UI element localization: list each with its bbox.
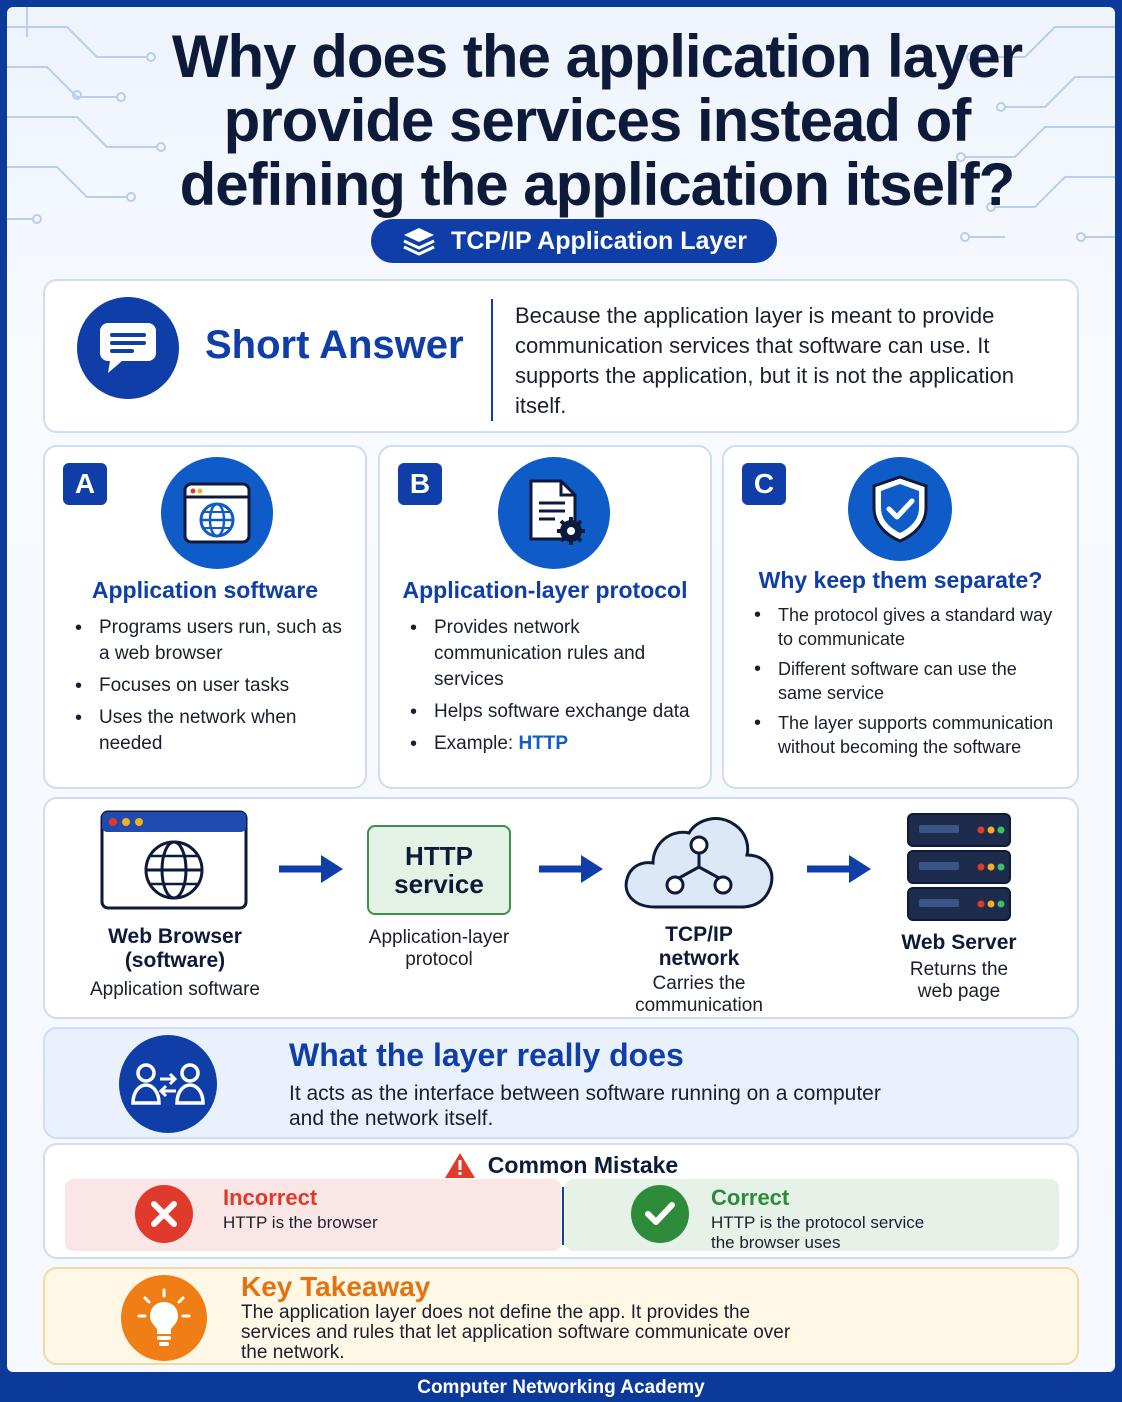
correct-box: Correct HTTP is the protocol service the… bbox=[565, 1179, 1059, 1252]
column-c-list: The protocol gives a standard way to com… bbox=[752, 603, 1062, 765]
flow-browser-title: Web Browser (software) bbox=[108, 925, 242, 972]
user-exchange-icon bbox=[119, 1035, 217, 1133]
check-circle-icon bbox=[631, 1185, 689, 1243]
lightbulb-icon bbox=[121, 1275, 207, 1361]
list-item: Uses the network when needed bbox=[73, 705, 343, 757]
layers-icon bbox=[403, 228, 435, 256]
short-answer-card: Short Answer Because the application lay… bbox=[43, 279, 1079, 433]
footer-credit: Computer Networking Academy bbox=[417, 1377, 705, 1398]
list-item: The protocol gives a standard way to com… bbox=[752, 603, 1062, 651]
column-why-separate: C Why keep them separate? The protocol g… bbox=[722, 445, 1079, 789]
page-title: Why does the application layer provide s… bbox=[171, 23, 1023, 218]
key-takeaway-card: Key Takeaway The application layer does … bbox=[43, 1267, 1079, 1365]
mistake-divider bbox=[562, 1187, 564, 1245]
flow-browser: Web Browser (software) Application softw… bbox=[75, 925, 275, 1001]
flow-network-sub: Carries the communication bbox=[635, 973, 763, 1016]
network-cloud-icon bbox=[624, 817, 774, 909]
circuit-decoration-left bbox=[7, 7, 166, 224]
arrow-right-icon bbox=[279, 855, 343, 883]
column-b-heading: Application-layer protocol bbox=[402, 577, 688, 603]
what-layer-does-text: It acts as the interface between softwar… bbox=[289, 1082, 881, 1130]
example-value: HTTP bbox=[518, 733, 569, 754]
flow-http: Application-layer protocol bbox=[355, 927, 523, 971]
warning-icon bbox=[444, 1153, 475, 1178]
short-answer-text: Because the application layer is meant t… bbox=[515, 303, 1014, 418]
common-mistake-header: Common Mistake bbox=[45, 1151, 1077, 1179]
short-answer-label: Short Answer bbox=[205, 323, 464, 367]
list-item: Helps software exchange data bbox=[408, 699, 704, 725]
flow-diagram: Web Browser (software) Application softw… bbox=[43, 797, 1079, 1019]
badge-a: A bbox=[63, 463, 107, 505]
incorrect-label: Incorrect bbox=[223, 1185, 318, 1210]
browser-globe-icon bbox=[161, 457, 273, 569]
list-item: The layer supports communication without… bbox=[752, 711, 1062, 759]
incorrect-box: Incorrect HTTP is the browser bbox=[65, 1179, 561, 1251]
column-application-protocol: B Application-layer protocol Provides ne… bbox=[378, 445, 712, 789]
flow-server: Web Server Returns the web page bbox=[879, 931, 1039, 1003]
http-service-box: HTTP service bbox=[367, 825, 511, 915]
key-takeaway-heading: Key Takeaway bbox=[241, 1271, 431, 1302]
common-mistake-heading: Common Mistake bbox=[487, 1151, 679, 1178]
list-item: Provides network communication rules and… bbox=[408, 615, 704, 693]
topic-pill: TCP/IP Application Layer bbox=[371, 219, 777, 263]
common-mistake-card: Common Mistake Incorrect HTTP is the bro… bbox=[43, 1143, 1079, 1259]
circuit-decoration-right bbox=[956, 26, 1115, 242]
key-takeaway-text: The application layer does not define th… bbox=[241, 1302, 791, 1363]
list-item: Different software can use the same serv… bbox=[752, 657, 1062, 705]
server-rack-icon bbox=[907, 813, 1011, 921]
badge-b: B bbox=[398, 463, 442, 505]
what-layer-does-heading: What the layer really does bbox=[289, 1037, 684, 1073]
infographic-page: Why does the application layer provide s… bbox=[7, 7, 1115, 1372]
list-item: Focuses on user tasks bbox=[73, 673, 343, 699]
shield-check-icon bbox=[848, 457, 952, 561]
correct-label: Correct bbox=[711, 1185, 790, 1210]
column-b-list: Provides network communication rules and… bbox=[408, 615, 704, 763]
flow-network-title: TCP/IP network bbox=[658, 923, 740, 970]
column-application-software: A Application software Programs users ru… bbox=[43, 445, 367, 789]
topic-pill-label: TCP/IP Application Layer bbox=[451, 226, 747, 255]
correct-text: HTTP is the protocol service the browser… bbox=[711, 1213, 925, 1252]
list-item: Programs users run, such as a web browse… bbox=[73, 615, 343, 667]
column-a-heading: Application software bbox=[91, 577, 319, 603]
column-c-heading: Why keep them separate? bbox=[758, 567, 1043, 593]
list-item: Example: HTTP bbox=[408, 731, 704, 757]
flow-server-sub: Returns the web page bbox=[909, 959, 1009, 1002]
incorrect-text: HTTP is the browser bbox=[223, 1213, 378, 1232]
short-answer-divider bbox=[491, 299, 493, 421]
chat-bubble-icon bbox=[77, 297, 179, 399]
flow-server-title: Web Server bbox=[901, 931, 1017, 954]
flow-http-sub: Application-layer protocol bbox=[368, 927, 510, 970]
example-prefix: Example: bbox=[434, 733, 519, 754]
what-layer-does-card: What the layer really does It acts as th… bbox=[43, 1027, 1079, 1139]
flow-network: TCP/IP network Carries the communication bbox=[611, 923, 787, 1017]
column-a-list: Programs users run, such as a web browse… bbox=[73, 615, 343, 763]
arrow-right-icon bbox=[539, 855, 603, 883]
arrow-right-icon bbox=[807, 855, 871, 883]
badge-c: C bbox=[742, 463, 786, 505]
x-circle-icon bbox=[135, 1185, 193, 1243]
flow-browser-sub: Application software bbox=[89, 979, 261, 1000]
document-gear-icon bbox=[498, 457, 610, 569]
web-browser-icon bbox=[100, 810, 248, 910]
